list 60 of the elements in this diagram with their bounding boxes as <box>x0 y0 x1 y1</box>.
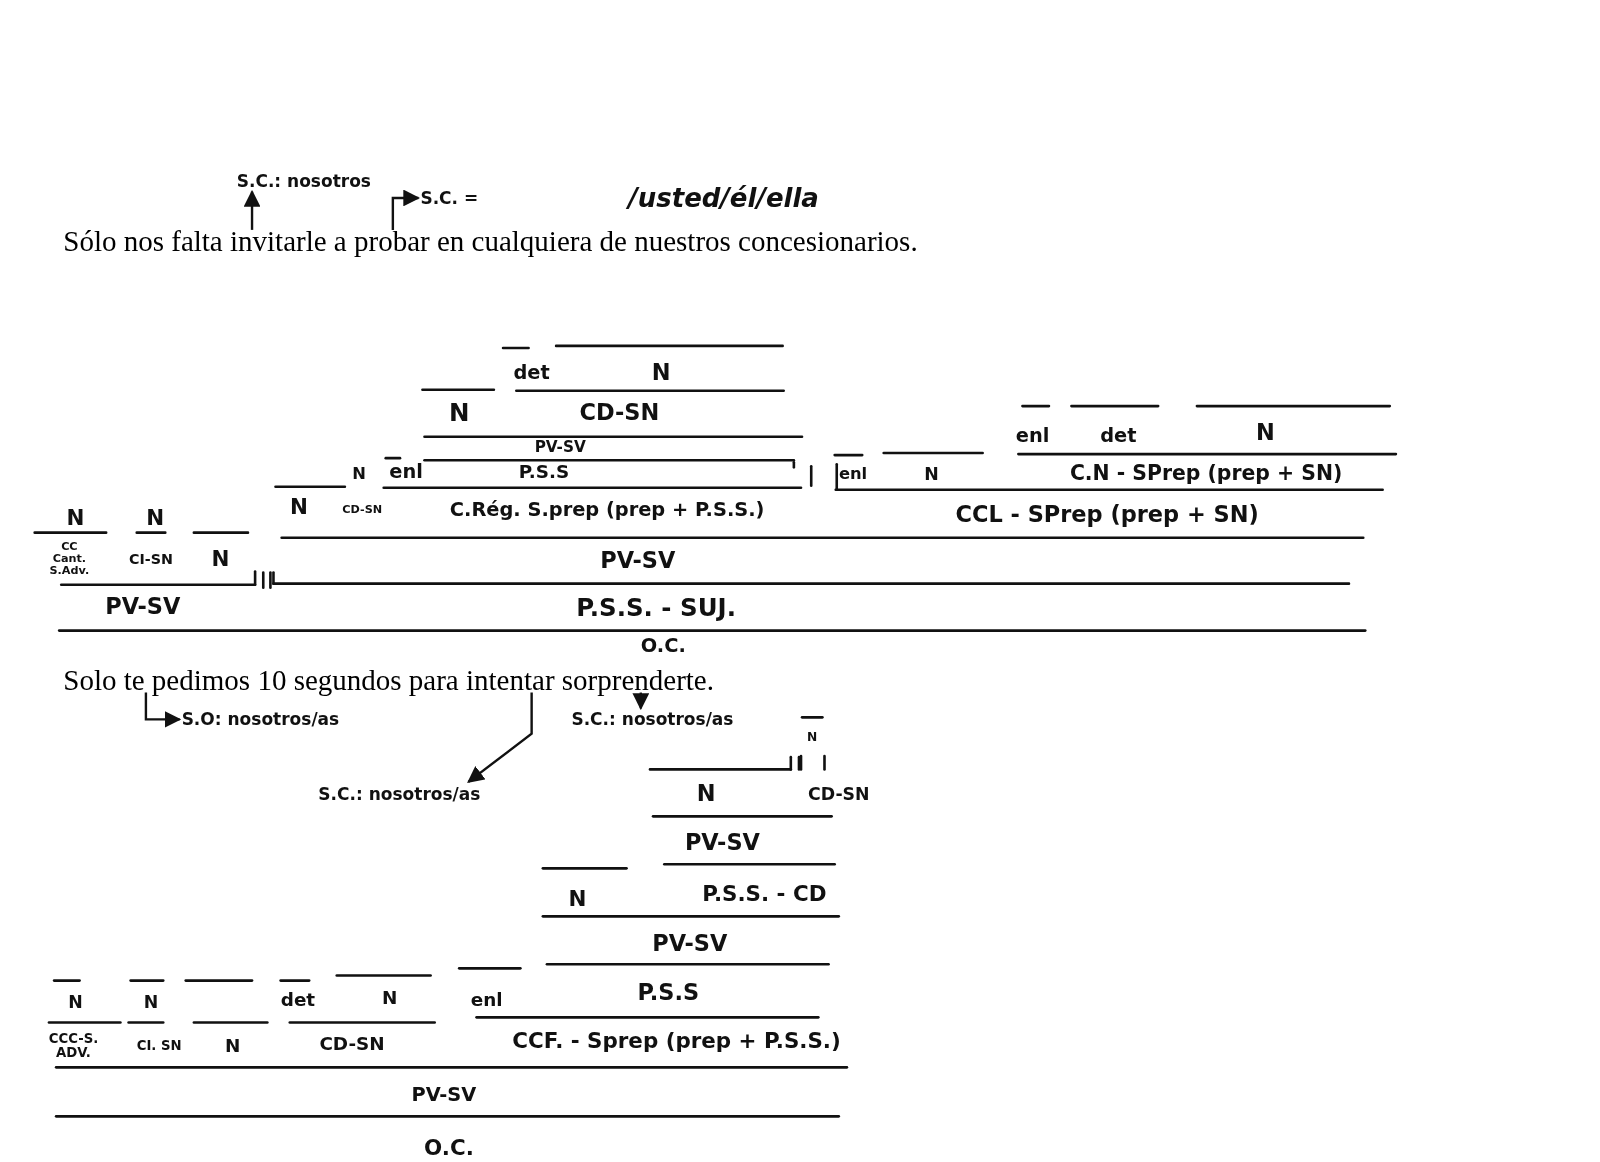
category-label: CD-SN <box>319 1034 385 1054</box>
category-label: O.C. <box>640 635 686 657</box>
category-label: CD-SN <box>807 784 870 803</box>
category-label: N <box>146 507 165 530</box>
category-label: PV-SV <box>600 549 676 573</box>
category-label: N <box>290 495 308 519</box>
category-label: PV-SV <box>684 831 760 855</box>
annotation-note: /usted/él/ella <box>628 182 819 213</box>
category-label: enl <box>470 990 503 1010</box>
category-label: C.Rég. S.prep (prep + P.S.S.) <box>449 500 765 521</box>
category-label: CCF. - Sprep (prep + P.S.S.) <box>512 1029 841 1053</box>
annotation-note: S.C.: nosotros <box>236 170 371 191</box>
category-label: C.N - SPrep (prep + SN) <box>1069 463 1343 486</box>
category-label: CC Cant. S.Adv. <box>48 541 91 577</box>
category-label: CCL - SPrep (prep + SN) <box>955 503 1259 528</box>
sentence-text: Sólo nos falta invitarle a probar en cualquiera de nuestros concesionarios. <box>63 225 918 258</box>
category-label: CD-SN <box>579 401 660 426</box>
annotation-note: S.C.: nosotros/as <box>571 709 734 730</box>
category-label: det <box>1100 425 1137 446</box>
category-label: N <box>568 887 587 911</box>
category-label: N <box>448 400 470 427</box>
category-label: P.S.S <box>637 981 700 1005</box>
category-label: N <box>924 465 939 484</box>
category-label: N <box>211 547 230 571</box>
category-label: CI-SN <box>129 551 173 567</box>
arrow <box>632 692 650 711</box>
category-label: PV-SV <box>534 438 586 455</box>
category-label: det <box>280 990 316 1010</box>
category-label: N <box>224 1036 241 1056</box>
category-label: N <box>807 730 818 744</box>
category-label: O.C. <box>424 1136 474 1160</box>
category-label: N <box>696 782 716 806</box>
annotation-note: S.C. = <box>420 187 479 208</box>
category-label: CD-SN <box>341 504 384 517</box>
annotation-note: S.O: nosotros/as <box>181 709 340 730</box>
arrow <box>467 692 533 783</box>
category-label: enl <box>1015 425 1050 446</box>
arrow <box>391 189 421 230</box>
category-label: N <box>651 361 671 386</box>
arrow <box>144 692 182 728</box>
arrow <box>243 189 261 230</box>
category-label: N <box>1255 420 1275 445</box>
category-label: N <box>68 992 83 1012</box>
category-label: PV-SV <box>105 595 181 619</box>
category-label: enl <box>389 462 423 483</box>
category-label: N <box>352 465 366 484</box>
category-label: P.S.S <box>518 462 570 483</box>
category-label: N <box>66 507 85 530</box>
category-label: PV-SV <box>652 932 728 956</box>
annotation-note: S.C.: nosotros/as <box>318 783 481 804</box>
category-label: N <box>143 992 159 1012</box>
category-label: CI. SN <box>135 1038 183 1053</box>
sentence-text: Solo te pedimos 10 segundos para intentar sorprenderte. <box>63 664 714 697</box>
category-label: PV-SV <box>411 1084 477 1106</box>
category-label: N <box>382 988 398 1008</box>
category-label: det <box>513 363 550 384</box>
category-label: CCC-S. ADV. <box>47 1032 100 1060</box>
category-label: enl <box>838 465 868 484</box>
category-label: P.S.S. - SUJ. <box>576 595 736 621</box>
category-label: P.S.S. - CD <box>702 882 827 906</box>
